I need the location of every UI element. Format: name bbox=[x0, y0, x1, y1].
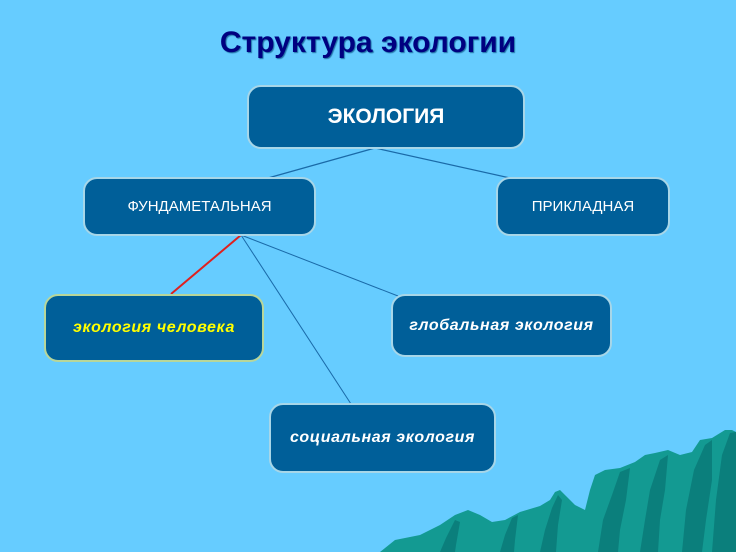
page-title: Структура экологии bbox=[219, 26, 517, 59]
node-label: ЭКОЛОГИЯ bbox=[327, 105, 445, 128]
edge-fundamental-global-ecology bbox=[240, 234, 399, 297]
edge-root-fundamental bbox=[267, 147, 376, 179]
node-applied[interactable]: ПРИКЛАДНАЯ bbox=[496, 177, 670, 236]
node-global-ecology[interactable]: глобальная экология bbox=[391, 294, 612, 357]
node-label: экология человека bbox=[73, 319, 235, 336]
node-label: ПРИКЛАДНАЯ bbox=[531, 198, 635, 215]
edge-fundamental-social-ecology bbox=[240, 234, 352, 405]
edge-root-applied bbox=[374, 147, 511, 179]
node-fundamental[interactable]: ФУНДАМЕТАЛЬНАЯ bbox=[83, 177, 316, 236]
node-ecology[interactable]: ЭКОЛОГИЯ bbox=[247, 85, 525, 149]
node-label: социальная экология bbox=[289, 429, 476, 446]
node-human-ecology[interactable]: экология человека bbox=[44, 294, 264, 362]
node-label: глобальная экология bbox=[409, 316, 594, 334]
node-social-ecology[interactable]: социальная экология bbox=[269, 403, 496, 473]
node-label: ФУНДАМЕТАЛЬНАЯ bbox=[127, 198, 272, 215]
edge-fundamental-human-ecology bbox=[170, 234, 242, 295]
